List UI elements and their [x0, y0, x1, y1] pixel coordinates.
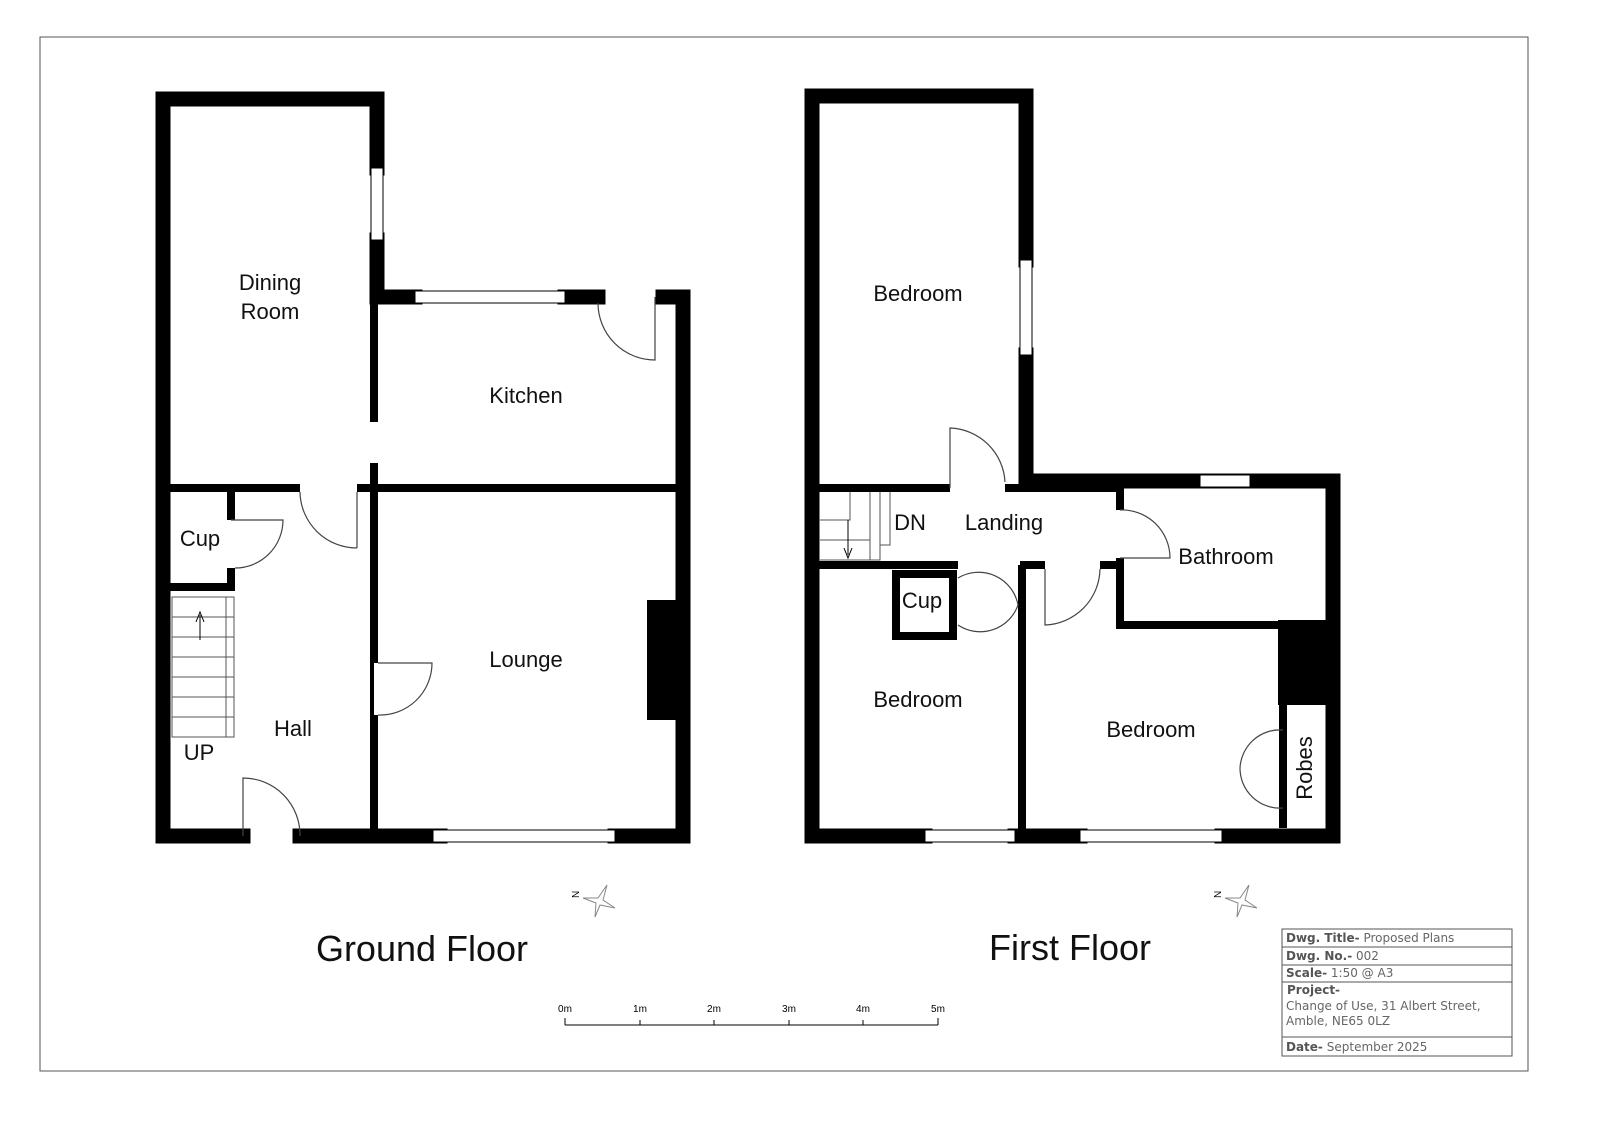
label-bedroom-right: Bedroom — [1106, 717, 1195, 742]
drawing-number: 002 — [1356, 949, 1379, 963]
first-floor-plan — [804, 88, 1341, 844]
label-cup-ff: Cup — [902, 588, 942, 613]
scale-tick: 2m — [707, 1004, 721, 1015]
ground-floor-plan — [155, 91, 691, 844]
staircase — [820, 492, 891, 561]
svg-text:Dwg. No.- 002: Dwg. No.- 002 — [1286, 949, 1379, 963]
cupboard-door[interactable] — [231, 519, 284, 569]
lounge-door[interactable] — [377, 662, 433, 716]
label-bedroom-rear: Bedroom — [873, 281, 962, 306]
drawing-date: September 2025 — [1327, 1040, 1428, 1054]
svg-text:Date- September 2025: Date- September 2025 — [1286, 1040, 1427, 1054]
scale-tick: 3m — [782, 1004, 796, 1015]
svg-text:N: N — [571, 891, 582, 898]
label-bedroom-left: Bedroom — [873, 687, 962, 712]
chimney-breast — [1278, 620, 1333, 705]
cupboard-door[interactable] — [957, 571, 1019, 633]
label-hall: Hall — [274, 716, 312, 741]
north-arrow-icon: N — [1213, 884, 1258, 918]
chimney-breast — [647, 600, 683, 720]
label-lounge: Lounge — [489, 647, 562, 672]
project-label: Project- — [1287, 983, 1340, 997]
scale-tick: 0m — [558, 1004, 572, 1015]
robes-doors[interactable] — [1239, 729, 1284, 809]
staircase — [171, 596, 235, 738]
dining-door[interactable] — [299, 491, 358, 549]
kitchen-back-door[interactable] — [597, 297, 656, 361]
label-up: UP — [184, 740, 215, 765]
svg-text:N: N — [1213, 891, 1224, 898]
scale-bar: 0m 1m 2m 3m 4m 5m — [558, 1004, 945, 1026]
label-dn: DN — [894, 510, 926, 535]
front-door[interactable] — [242, 777, 301, 837]
first-floor-title: First Floor — [989, 927, 1151, 968]
bathroom-door[interactable] — [1119, 509, 1171, 559]
svg-text:Scale- 1:50 @ A3: Scale- 1:50 @ A3 — [1286, 966, 1393, 980]
scale-tick: 4m — [856, 1004, 870, 1015]
ground-floor-title: Ground Floor — [316, 928, 528, 969]
drawing-title: Proposed Plans — [1363, 931, 1454, 945]
title-block: Dwg. Title- Proposed Plans Dwg. No.- 002… — [1281, 928, 1513, 1057]
project-address-1: Change of Use, 31 Albert Street, — [1286, 999, 1481, 1013]
label-landing: Landing — [965, 510, 1043, 535]
label-robes: Robes — [1292, 736, 1317, 800]
label-dining-2: Room — [241, 299, 300, 324]
label-kitchen: Kitchen — [489, 383, 562, 408]
scale-tick: 1m — [633, 1004, 647, 1015]
svg-text:Dwg. Title- Proposed Plans: Dwg. Title- Proposed Plans — [1286, 931, 1454, 945]
label-cup: Cup — [180, 526, 220, 551]
label-bathroom: Bathroom — [1178, 544, 1273, 569]
label-dining: Dining — [239, 270, 301, 295]
bedroom-right-door[interactable] — [1044, 568, 1101, 626]
scale-tick: 5m — [931, 1004, 945, 1015]
project-address-2: Amble, NE65 0LZ — [1286, 1014, 1390, 1028]
north-arrow-icon: N — [571, 884, 616, 918]
drawing-border — [39, 36, 1529, 1072]
rear-bedroom-door[interactable] — [949, 427, 1006, 488]
drawing-scale: 1:50 @ A3 — [1331, 966, 1393, 980]
